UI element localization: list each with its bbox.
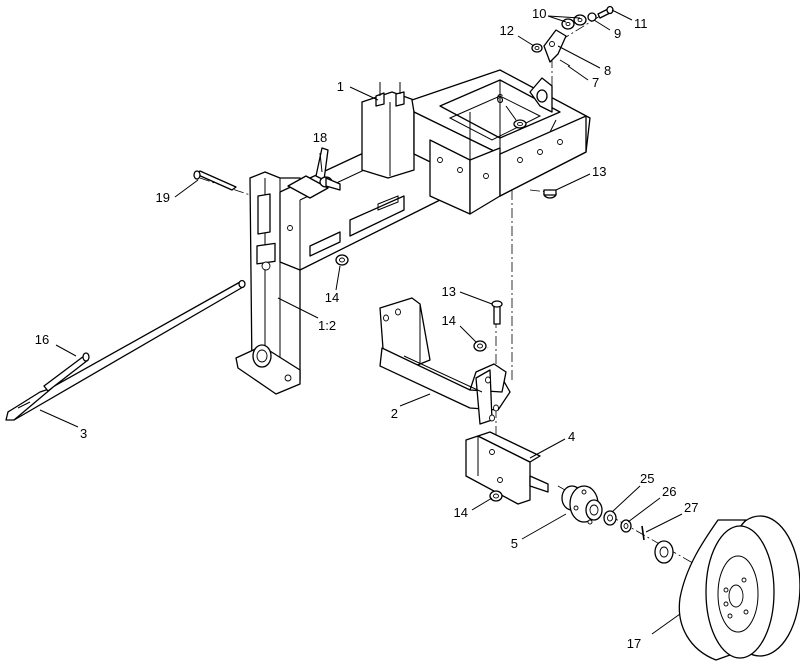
callout-12: 12 xyxy=(500,23,514,38)
callout-10: 10 xyxy=(532,6,546,21)
part-4-axle-spindle xyxy=(465,431,549,505)
callout-26: 26 xyxy=(662,484,676,499)
callout-18: 18 xyxy=(313,130,327,145)
part-3-tongue-rod xyxy=(5,279,246,421)
part-14-nut-bracket xyxy=(473,340,487,352)
callout-13-frame: 13 xyxy=(592,164,606,179)
part-19-bolt xyxy=(193,170,237,191)
callout-14-bracket: 14 xyxy=(442,313,456,328)
callout-11: 11 xyxy=(634,16,648,31)
callout-19: 19 xyxy=(156,190,170,205)
part-2-axle-bracket xyxy=(379,297,511,425)
part-16-grip xyxy=(43,352,90,392)
part-1-main-frame xyxy=(235,69,591,395)
callout-6: 6 xyxy=(496,91,503,106)
part-5-hub xyxy=(561,485,603,525)
part-13-bolt-frame xyxy=(543,189,557,199)
part-27-cotter-pin xyxy=(641,525,645,541)
callout-17: 17 xyxy=(627,636,641,651)
callout-5: 5 xyxy=(511,536,518,551)
leader-lines xyxy=(39,9,683,635)
part-13-bolt-bracket xyxy=(491,300,503,325)
callout-14-axle: 14 xyxy=(454,505,468,520)
callout-1-2: 1:2 xyxy=(318,318,336,333)
hardware-stack xyxy=(531,5,614,67)
callout-25: 25 xyxy=(640,471,654,486)
part-25-washer xyxy=(603,510,617,526)
part-17-wheel xyxy=(654,515,800,661)
callout-labels: 1 2 3 4 5 6 7 8 9 10 11 12 13 13 14 14 1… xyxy=(35,6,699,651)
callout-8: 8 xyxy=(604,63,611,78)
callout-9: 9 xyxy=(614,26,621,41)
callout-7: 7 xyxy=(592,75,599,90)
callout-1: 1 xyxy=(337,79,344,94)
callout-4: 4 xyxy=(568,429,575,444)
part-6-nut xyxy=(513,119,527,129)
callout-2: 2 xyxy=(391,406,398,421)
callout-16: 16 xyxy=(35,332,49,347)
callout-14-frame: 14 xyxy=(325,290,339,305)
callout-27: 27 xyxy=(684,500,698,515)
part-14-nut-axle xyxy=(489,490,503,502)
callout-13-bracket: 13 xyxy=(442,284,456,299)
callout-3: 3 xyxy=(80,426,87,441)
part-14-nut-frame xyxy=(335,254,349,266)
part-26-nut xyxy=(620,519,632,533)
